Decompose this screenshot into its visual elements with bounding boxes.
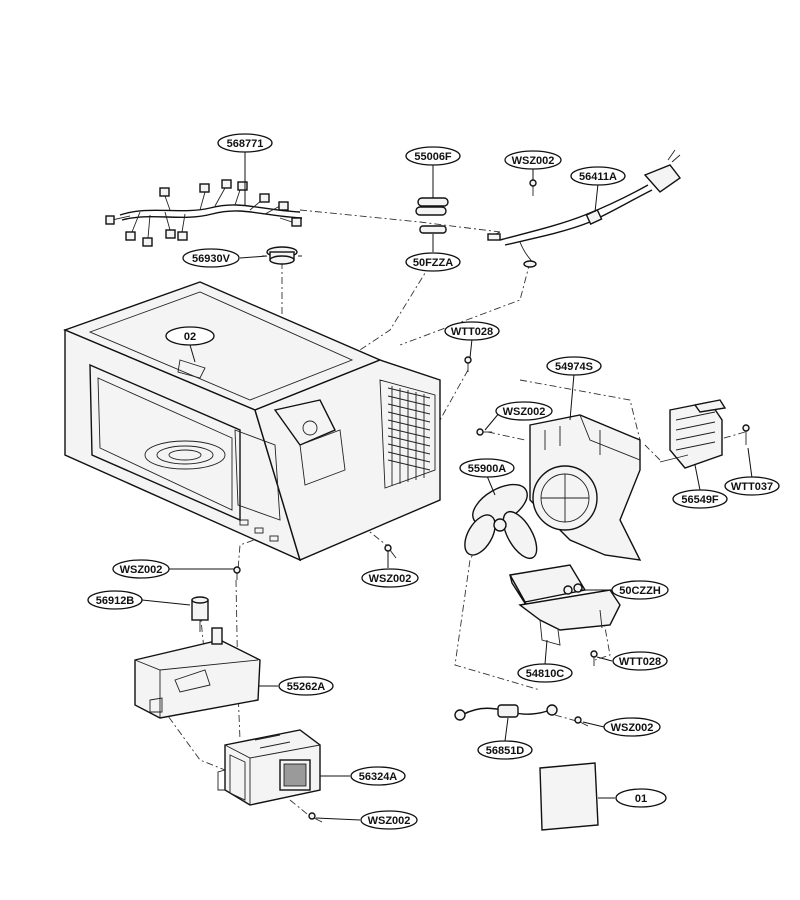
label-54974S: 54974S	[555, 361, 593, 373]
screw-WSZ002-left	[233, 566, 241, 580]
screw-WTT037	[742, 424, 750, 445]
cabinet-02	[63, 281, 441, 562]
screw-WTT028-bottom	[590, 650, 598, 666]
leader-lines	[141, 152, 753, 821]
label-54810C: 54810C	[526, 668, 565, 680]
thermostat-56930V	[262, 246, 302, 265]
label-01: 01	[635, 793, 647, 805]
label-WSZ002-left: WSZ002	[120, 564, 163, 576]
callout-55900A: 55900A	[459, 458, 515, 478]
noise-filter-56851D	[454, 704, 558, 721]
wire-harness-568771	[105, 179, 303, 247]
cover-55262A	[134, 627, 261, 719]
fuses-55006F	[415, 197, 449, 234]
callout-56411A: 56411A	[570, 166, 626, 186]
screw-WTT028-top	[464, 356, 472, 372]
screw-WSZ002-center	[384, 544, 397, 559]
label-55262A: 55262A	[287, 681, 326, 693]
label-55900A: 55900A	[468, 463, 507, 475]
transformer-56324A	[217, 729, 321, 806]
callout-56912B: 56912B	[87, 590, 143, 610]
callout-WSZ002-left: WSZ002	[112, 559, 170, 579]
label-WTT037: WTT037	[731, 481, 773, 493]
callout-WSZ002-mid: WSZ002	[495, 401, 553, 421]
label-56930V: 56930V	[192, 253, 231, 265]
label-568771: 568771	[227, 138, 264, 150]
callout-54974S: 54974S	[546, 356, 602, 376]
callout-02: 02	[165, 326, 215, 346]
label-WSZ002-center: WSZ002	[369, 573, 412, 585]
callout-568771: 568771	[217, 133, 273, 153]
callout-56930V: 56930V	[182, 248, 240, 268]
callout-54810C: 54810C	[517, 663, 573, 683]
screw-WSZ002-right	[574, 716, 589, 727]
switch-56912B	[191, 596, 209, 632]
callout-55006F: 55006F	[405, 146, 461, 166]
label-56851D: 56851D	[486, 745, 525, 757]
callout-WSZ002-center: WSZ002	[361, 568, 419, 588]
label-WSZ002-bottom: WSZ002	[368, 815, 411, 827]
callout-50CZZH: 50CZZH	[611, 580, 669, 600]
label-WSZ002-mid: WSZ002	[503, 406, 546, 418]
label-50FZZA: 50FZZA	[413, 257, 453, 269]
callout-56549F: 56549F	[672, 489, 728, 509]
screw-WSZ002-bottom	[308, 812, 323, 823]
screw-WSZ002-mid	[476, 428, 492, 436]
label-WSZ002-right: WSZ002	[611, 722, 654, 734]
manual-box-01	[539, 762, 599, 831]
callout-50FZZA: 50FZZA	[405, 252, 461, 272]
callouts: 568771 55006F WSZ002 56411A 56930V 50FZZ…	[87, 133, 780, 830]
callout-56851D: 56851D	[477, 740, 533, 760]
label-56912B: 56912B	[96, 595, 135, 607]
callout-56324A: 56324A	[350, 766, 406, 786]
callout-WSZ002-right: WSZ002	[603, 717, 661, 737]
label-WTT028-top: WTT028	[451, 326, 493, 338]
label-55006F: 55006F	[414, 151, 452, 163]
callout-WSZ002-top: WSZ002	[504, 150, 562, 170]
callout-WTT028-top: WTT028	[444, 321, 500, 341]
fan-duct-54974S	[529, 414, 642, 561]
label-WSZ002-top: WSZ002	[512, 155, 555, 167]
callout-01: 01	[615, 788, 667, 808]
label-56549F: 56549F	[681, 494, 719, 506]
callout-WTT037: WTT037	[724, 476, 780, 496]
label-02: 02	[184, 331, 196, 343]
fan-motor-56549F	[659, 399, 727, 469]
label-WTT028-bottom: WTT028	[619, 656, 661, 668]
label-50CZZH: 50CZZH	[619, 585, 661, 597]
callout-WTT028-bottom: WTT028	[612, 651, 668, 671]
fan-blade-55900A	[464, 483, 538, 560]
callout-WSZ002-bottom: WSZ002	[360, 810, 418, 830]
label-56324A: 56324A	[359, 771, 398, 783]
power-cord-56411A	[487, 149, 682, 268]
callout-55262A: 55262A	[278, 676, 334, 696]
label-56411A: 56411A	[579, 171, 617, 183]
